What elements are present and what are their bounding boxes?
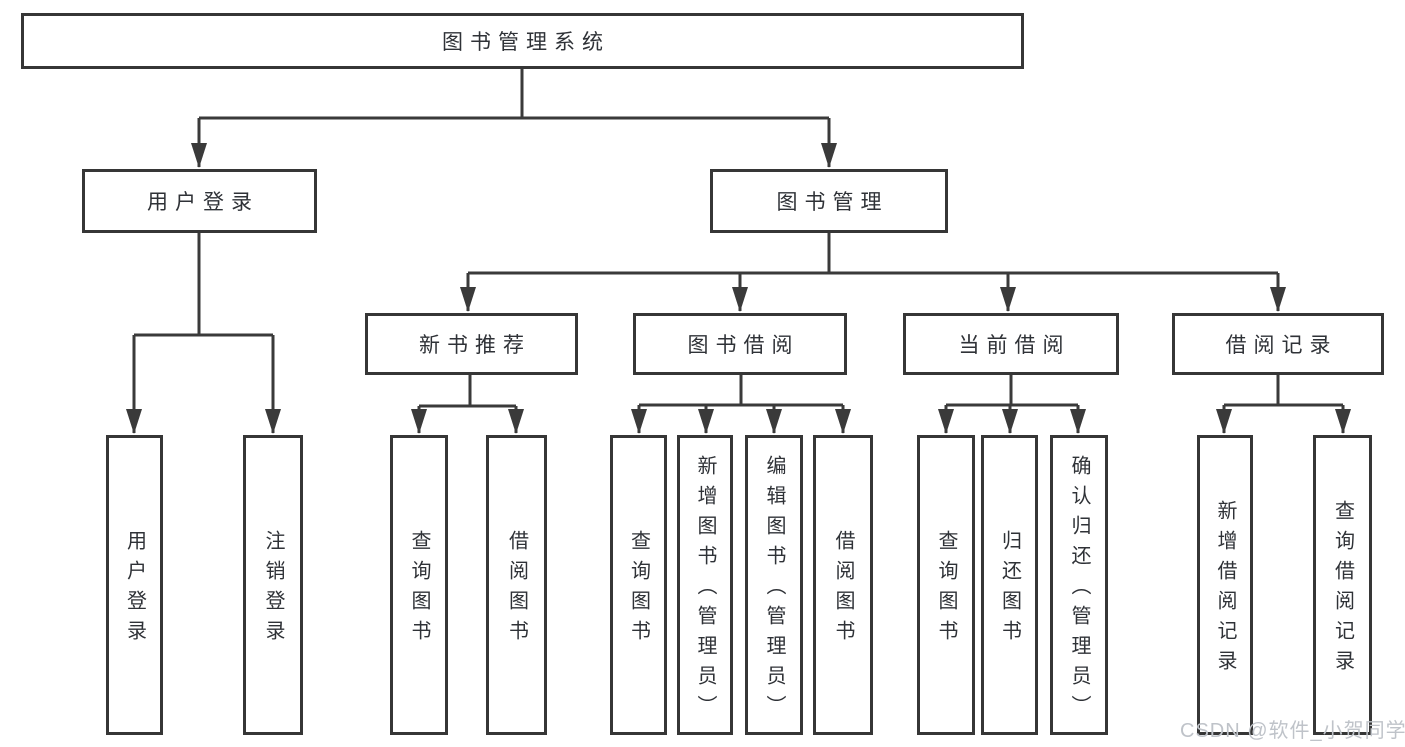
leaf-query-books-2: 查询图书 bbox=[610, 435, 667, 735]
node-label: 用户登录 bbox=[147, 191, 259, 214]
node-label: 编辑图书（管理员） bbox=[763, 455, 785, 725]
connector-user-login-split bbox=[134, 233, 273, 337]
connector-borrow-records-split bbox=[1224, 375, 1343, 407]
node-label: 注销登录 bbox=[262, 530, 284, 650]
connector-book-borrow-split bbox=[639, 375, 843, 407]
node-label: 借阅图书 bbox=[832, 530, 854, 650]
node-label: 用户登录 bbox=[123, 530, 146, 650]
leaf-add-borrow-record: 新增借阅记录 bbox=[1197, 435, 1253, 735]
connector-book-management-split bbox=[468, 233, 1278, 275]
node-book-borrowing: 图书借阅 bbox=[633, 313, 847, 375]
node-label: 借阅图书 bbox=[505, 530, 528, 650]
leaf-confirm-return-admin: 确认归还（管理员） bbox=[1050, 435, 1108, 735]
node-label: 查询图书 bbox=[935, 530, 957, 650]
node-label: 新增图书（管理员） bbox=[694, 455, 716, 725]
connector-root-split bbox=[199, 69, 829, 120]
node-current-borrowing: 当前借阅 bbox=[903, 313, 1119, 375]
leaf-logout: 注销登录 bbox=[243, 435, 303, 735]
connector-current-borrow-split bbox=[946, 375, 1078, 407]
leaf-query-books-1: 查询图书 bbox=[390, 435, 448, 735]
node-label: 新书推荐 bbox=[419, 334, 531, 357]
node-label: 归还图书 bbox=[998, 530, 1021, 650]
leaf-query-borrow-record: 查询借阅记录 bbox=[1313, 435, 1372, 735]
node-label: 图书管理系统 bbox=[442, 31, 610, 54]
node-label: 图书借阅 bbox=[687, 334, 800, 357]
node-new-book-recommendation: 新书推荐 bbox=[365, 313, 578, 375]
leaf-borrow-books-2: 借阅图书 bbox=[813, 435, 873, 735]
node-label: 确认归还（管理员） bbox=[1068, 455, 1090, 725]
node-label: 图书管理 bbox=[776, 191, 889, 214]
node-borrowing-records: 借阅记录 bbox=[1172, 313, 1384, 375]
node-label: 查询借阅记录 bbox=[1331, 500, 1354, 680]
leaf-edit-book-admin: 编辑图书（管理员） bbox=[745, 435, 803, 735]
leaf-borrow-books-1: 借阅图书 bbox=[486, 435, 547, 735]
node-library-management-system: 图书管理系统 bbox=[21, 13, 1024, 69]
leaf-query-books-3: 查询图书 bbox=[917, 435, 975, 735]
node-label: 查询图书 bbox=[408, 530, 430, 650]
node-book-management: 图书管理 bbox=[710, 169, 948, 233]
connector-new-book-split bbox=[419, 375, 516, 408]
node-label: 当前借阅 bbox=[958, 334, 1071, 357]
node-label: 借阅记录 bbox=[1225, 334, 1338, 357]
node-label: 查询图书 bbox=[627, 530, 650, 650]
csdn-watermark: CSDN @软件_小贺同学 bbox=[1180, 720, 1405, 742]
node-user-login: 用户登录 bbox=[82, 169, 317, 233]
leaf-user-login: 用户登录 bbox=[106, 435, 163, 735]
leaf-add-book-admin: 新增图书（管理员） bbox=[677, 435, 733, 735]
node-label: 新增借阅记录 bbox=[1214, 500, 1236, 680]
leaf-return-books: 归还图书 bbox=[981, 435, 1038, 735]
